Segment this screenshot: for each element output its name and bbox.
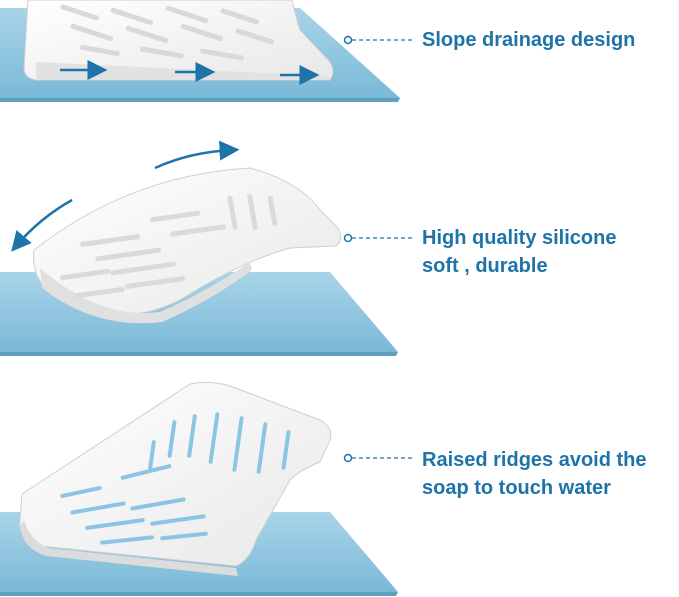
callout-dot-icon [343, 233, 353, 243]
panel-raised-ridges [0, 381, 414, 596]
feature-line: soft , durable [422, 255, 548, 277]
drainage-slots [60, 194, 278, 299]
feature-line: soap to touch water [422, 477, 611, 499]
feature-line: Slope drainage design [422, 29, 636, 51]
mat-edge [0, 352, 398, 356]
feature-label-raised-ridges: Raised ridges avoid the soap to touch wa… [422, 446, 647, 502]
feature-label-silicone: High quality silicone soft , durable [422, 224, 616, 280]
callout-2 [343, 233, 414, 243]
soap-tray [33, 167, 342, 324]
mat-edge [0, 592, 398, 596]
mat-edge [0, 98, 400, 102]
raised-ridges [60, 412, 291, 545]
callout-3 [343, 453, 414, 463]
feature-line: High quality silicone [422, 227, 617, 249]
soap-tray [19, 381, 332, 576]
feature-label-slope-drainage: Slope drainage design [422, 26, 635, 54]
callout-dot-icon [343, 453, 353, 463]
panel-silicone [0, 140, 414, 356]
flex-arrows [11, 140, 240, 252]
feature-line: Raised ridges avoid the [422, 449, 647, 471]
drainage-slots [60, 4, 275, 61]
callout-dot-icon [343, 35, 353, 45]
callout-1 [343, 35, 414, 45]
panel-slope-drainage [0, 0, 414, 102]
soap-tray [23, 0, 334, 81]
arrow-icon [11, 198, 73, 252]
flow-arrows [60, 60, 320, 85]
arrow-icon [154, 140, 240, 170]
